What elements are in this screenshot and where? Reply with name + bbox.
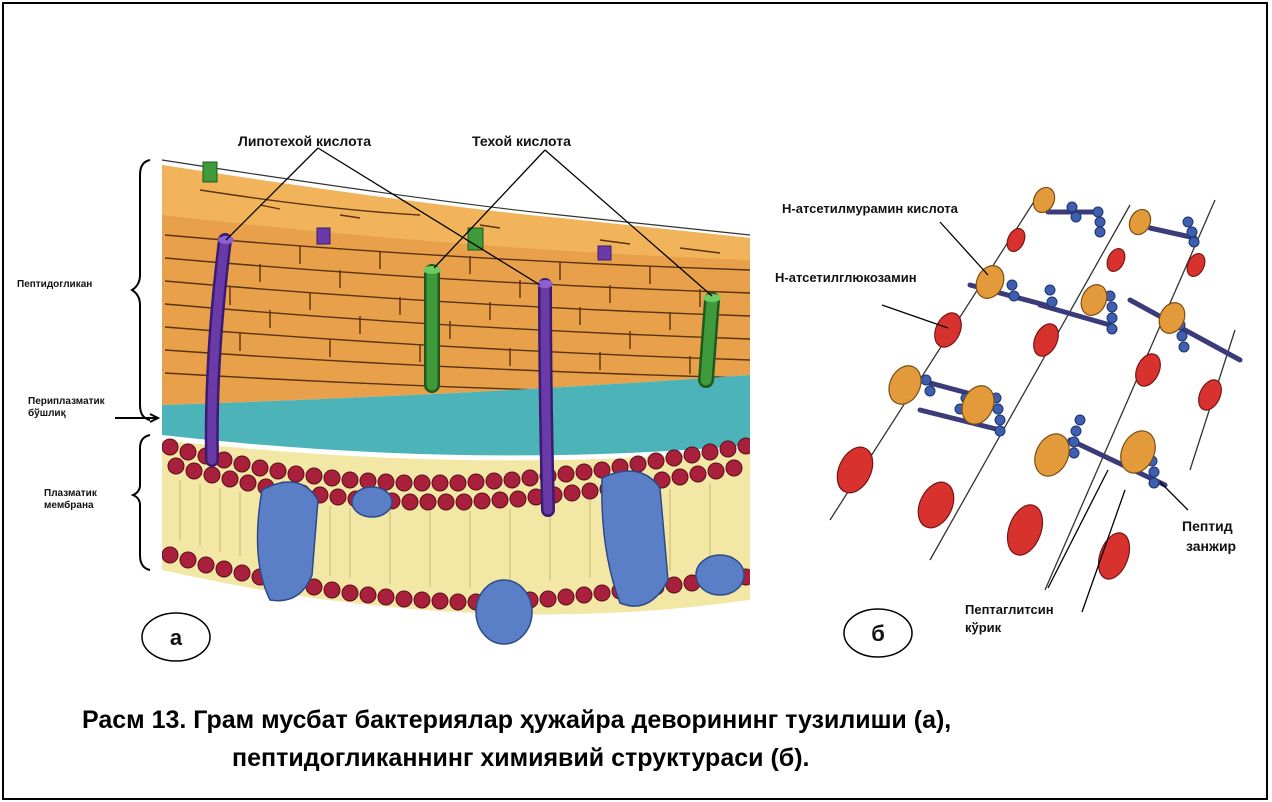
label-plasma-2: мембрана [44, 499, 94, 511]
cell-wall-illustration [115, 148, 770, 644]
label-teichoic-acid: Техой кислота [472, 133, 571, 149]
label-plasma-1: Плазматик [44, 488, 98, 499]
label-bridge-1: Пептаглитсин [965, 602, 1054, 617]
label-nag: Н-атсетилглюкозамин [775, 270, 917, 285]
peptidoglycan-structure [830, 184, 1240, 612]
panel-b-leader-lines [882, 222, 1188, 612]
label-periplasmic-2: бўшлиқ [28, 407, 66, 419]
caption-line-2: пептидогликаннинг химиявий структураси (… [232, 744, 1272, 773]
label-peptidoglycan: Пептидогликан [17, 279, 92, 290]
label-peptide-1: Пептид [1182, 518, 1233, 534]
nam-residues [883, 184, 1190, 482]
label-nam: Н-атсетилмурамин кислота [782, 201, 959, 216]
caption-line-1: Расм 13. Грам мусбат бактериялар ҳужайра… [82, 706, 1272, 735]
panel-b-letter: б [871, 621, 885, 646]
panel-a-letter: а [170, 625, 183, 650]
layer-braces [115, 160, 158, 570]
label-bridge-2: кўрик [965, 620, 1002, 635]
label-peptide-2: занжир [1186, 538, 1236, 554]
label-lipoteichoic-acid: Липотехой кислота [238, 133, 371, 149]
label-periplasmic-1: Периплазматик [28, 396, 106, 407]
panel-b-marker: б [844, 609, 912, 657]
panel-a-marker: а [142, 613, 210, 661]
